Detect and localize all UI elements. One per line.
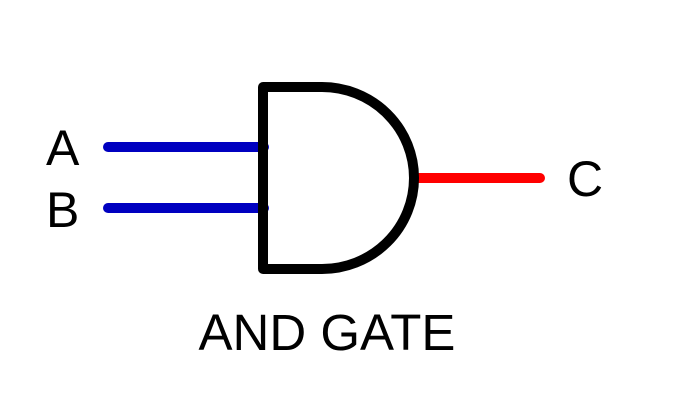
output-label-c: C	[567, 151, 603, 207]
input-label-b: B	[46, 182, 79, 238]
diagram-title: AND GATE	[199, 304, 456, 361]
input-label-a: A	[46, 120, 80, 176]
and-gate-symbol	[258, 82, 419, 274]
